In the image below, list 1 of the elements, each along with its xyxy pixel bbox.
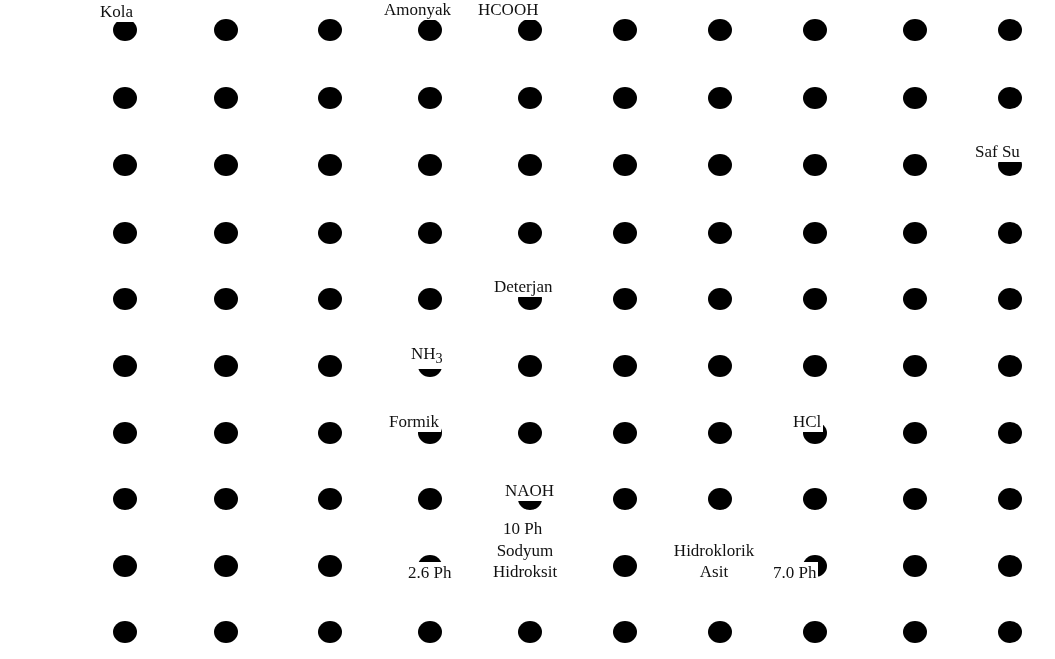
substance-label: Amonyak: [382, 0, 454, 20]
